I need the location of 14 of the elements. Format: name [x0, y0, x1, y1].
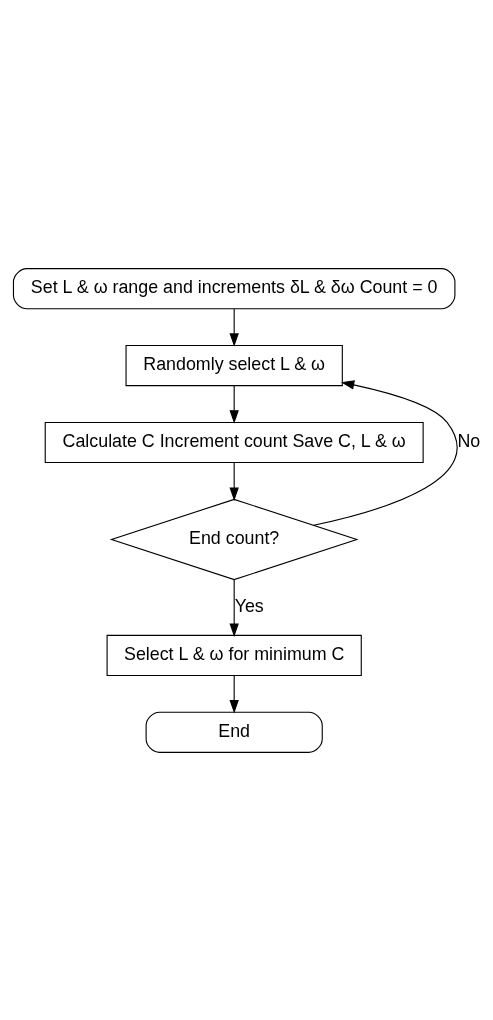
node-box: Calculate C Increment count Save C, L & ω [44, 421, 424, 463]
node-diamond: End count? [109, 498, 359, 580]
arrow [312, 379, 458, 526]
node-box: Select L & ω for minimum C [106, 634, 362, 676]
edge-label: No [456, 430, 480, 451]
node-box: Set L & ω range and increments δL & δω Count = 0 [12, 267, 455, 309]
arrow [229, 674, 239, 713]
edge-label: Yes [234, 595, 264, 616]
arrow [229, 307, 239, 347]
arrow [229, 384, 239, 424]
node-box: End [145, 711, 323, 753]
arrow [229, 578, 239, 637]
arrow [229, 461, 239, 501]
node-box: Randomly select L & ω [125, 344, 343, 386]
